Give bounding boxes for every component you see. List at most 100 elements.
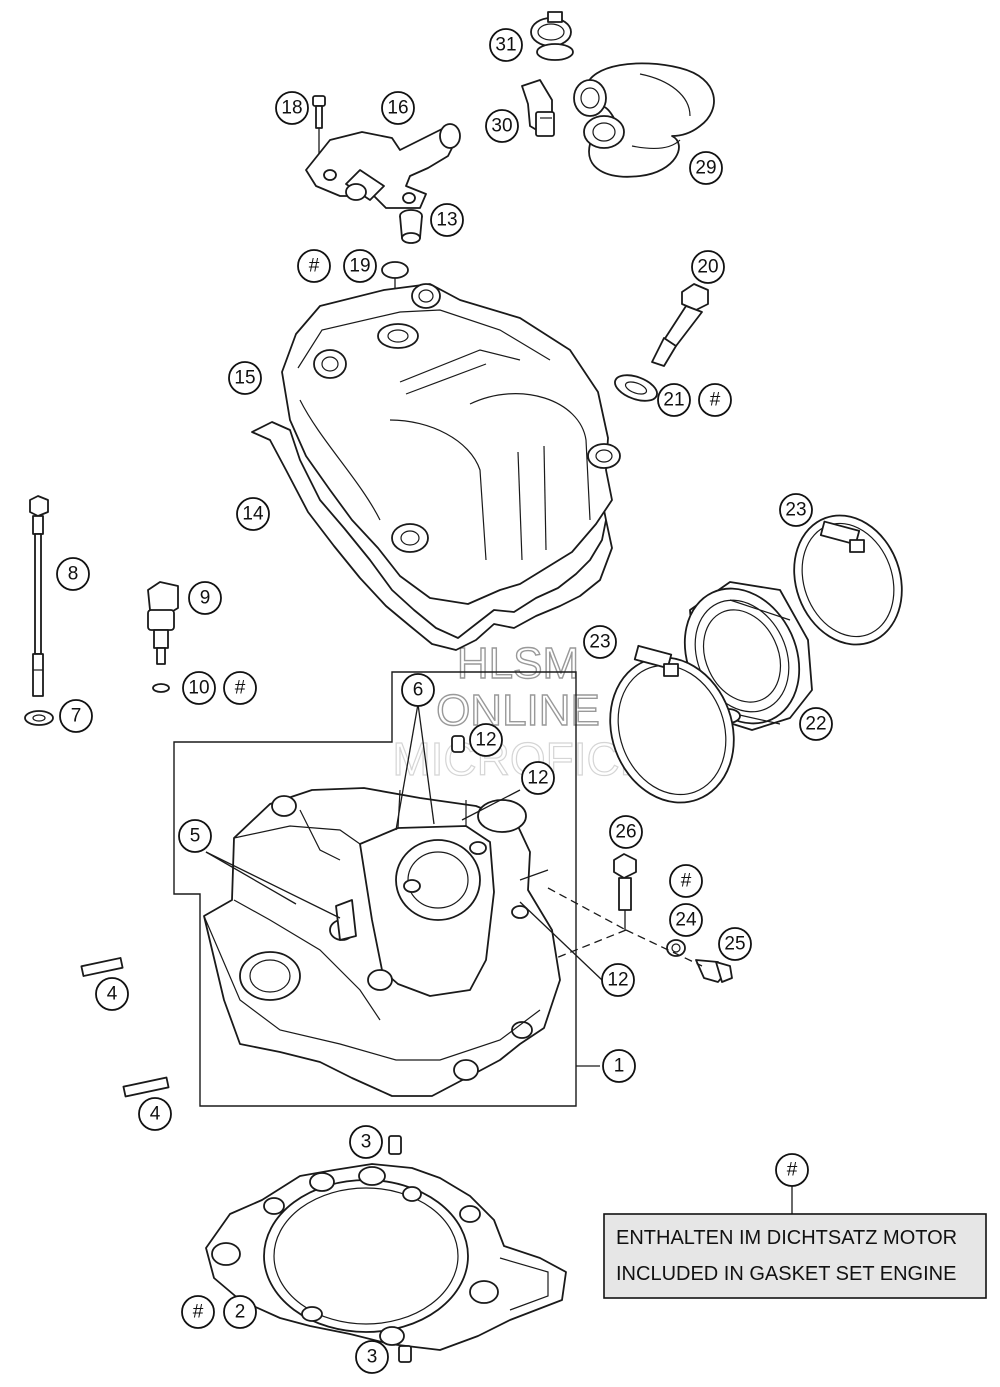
callout-26-hash: # — [669, 864, 703, 898]
svg-text:15: 15 — [234, 368, 255, 389]
callout-26: 26 — [609, 815, 643, 849]
svg-text:2: 2 — [235, 1302, 246, 1323]
valve-cover-bolt — [651, 283, 709, 367]
washer-bolt — [666, 939, 686, 957]
callout-7: 7 — [59, 699, 93, 733]
callout-16: 16 — [381, 91, 415, 125]
coolant-hose — [573, 62, 715, 178]
svg-text:31: 31 — [495, 35, 516, 56]
callout-12-right: 12 — [521, 761, 555, 795]
svg-text:19: 19 — [349, 256, 370, 277]
callout-23-upper: 23 — [779, 493, 813, 527]
callout-4-lower: 4 — [138, 1097, 172, 1131]
legend-line-en: INCLUDED IN GASKET SET ENGINE — [616, 1263, 956, 1285]
assembly-line-bolt — [547, 887, 627, 931]
hose-clamp-upper — [793, 514, 903, 646]
svg-text:25: 25 — [724, 934, 745, 955]
screw-thermostat — [312, 95, 326, 168]
callout-19-hash: # — [297, 249, 331, 283]
watermark-line-1: HLSM — [457, 639, 579, 688]
svg-text:14: 14 — [242, 504, 264, 525]
callout-21-hash: # — [698, 383, 732, 417]
callout-13: 13 — [430, 203, 464, 237]
callout-4-upper: 4 — [95, 977, 129, 1011]
svg-text:#: # — [787, 1160, 798, 1181]
washer-stud — [24, 710, 54, 726]
callout-9: 9 — [188, 581, 222, 615]
callout-3-upper: 3 — [349, 1125, 383, 1159]
callout-10-hash: # — [223, 671, 257, 705]
svg-text:8: 8 — [68, 564, 79, 585]
callout-8: 8 — [56, 557, 90, 591]
svg-text:5: 5 — [190, 826, 201, 847]
callout-legend-hash: # — [775, 1153, 809, 1187]
callout-10: 10 — [182, 671, 216, 705]
callout-30: 30 — [485, 109, 519, 143]
valve-cover — [281, 283, 621, 605]
leader-lines — [205, 703, 793, 1214]
callout-20: 20 — [691, 250, 725, 284]
svg-text:23: 23 — [589, 632, 610, 653]
svg-text:18: 18 — [281, 98, 302, 119]
callout-2: 2 — [223, 1295, 257, 1329]
callout-5: 5 — [178, 819, 212, 853]
svg-text:#: # — [309, 256, 320, 277]
svg-text:20: 20 — [697, 257, 718, 278]
svg-text:#: # — [193, 1302, 204, 1323]
callout-3-lower: 3 — [355, 1340, 389, 1374]
cylinder-head-gasket — [205, 1163, 567, 1351]
svg-text:23: 23 — [785, 500, 806, 521]
svg-text:13: 13 — [436, 210, 457, 231]
seal-washer — [614, 374, 658, 402]
callout-14: 14 — [236, 497, 270, 531]
hose-clamp-small — [530, 11, 574, 61]
svg-text:6: 6 — [413, 680, 424, 701]
svg-text:4: 4 — [107, 984, 118, 1005]
watermark-line-2: ONLINE — [436, 686, 600, 735]
cylinder-head — [203, 787, 561, 1097]
svg-text:3: 3 — [367, 1347, 378, 1368]
svg-text:21: 21 — [663, 390, 684, 411]
callout-29: 29 — [689, 151, 723, 185]
screw-plug — [399, 209, 423, 244]
legend: ENTHALTEN IM DICHTSATZ MOTOR INCLUDED IN… — [603, 1213, 987, 1299]
svg-text:12: 12 — [475, 730, 496, 751]
assembly-line-head — [545, 929, 627, 963]
assembly-line-washer — [625, 929, 703, 967]
bolt-small — [695, 959, 733, 983]
callout-12-top: 12 — [469, 723, 503, 757]
svg-text:22: 22 — [805, 714, 826, 735]
thermostat-housing — [305, 123, 461, 209]
callout-1: 1 — [602, 1049, 636, 1083]
svg-text:3: 3 — [361, 1132, 372, 1153]
callout-21: 21 — [657, 383, 691, 417]
callout-23-lower: 23 — [583, 625, 617, 659]
callout-31: 31 — [489, 28, 523, 62]
dowel-sleeve-upper — [388, 1135, 402, 1155]
svg-text:#: # — [235, 678, 246, 699]
svg-text:29: 29 — [695, 158, 716, 179]
callout-15: 15 — [228, 361, 262, 395]
dowel-pin-lower — [122, 1076, 170, 1098]
hose-clamp-lower — [609, 644, 735, 804]
svg-text:16: 16 — [387, 98, 408, 119]
cylinder-head-stud — [29, 495, 49, 697]
svg-text:24: 24 — [675, 910, 697, 931]
svg-text:7: 7 — [71, 706, 82, 727]
callout-12-lower: 12 — [601, 963, 635, 997]
svg-text:1: 1 — [614, 1056, 625, 1077]
svg-text:10: 10 — [188, 678, 209, 699]
callout-22: 22 — [799, 707, 833, 741]
callout-2-hash: # — [181, 1295, 215, 1329]
callout-24: 24 — [669, 903, 703, 937]
temperature-switch — [521, 79, 555, 137]
o-ring-small — [152, 683, 170, 693]
dowel-pin-upper — [80, 957, 124, 977]
svg-text:9: 9 — [200, 588, 211, 609]
dowel-sleeve-lower — [398, 1345, 412, 1363]
svg-text:#: # — [710, 390, 721, 411]
temperature-sensor — [147, 581, 179, 665]
bolt-cylinder-head — [613, 853, 637, 930]
callout-6: 6 — [401, 673, 435, 707]
